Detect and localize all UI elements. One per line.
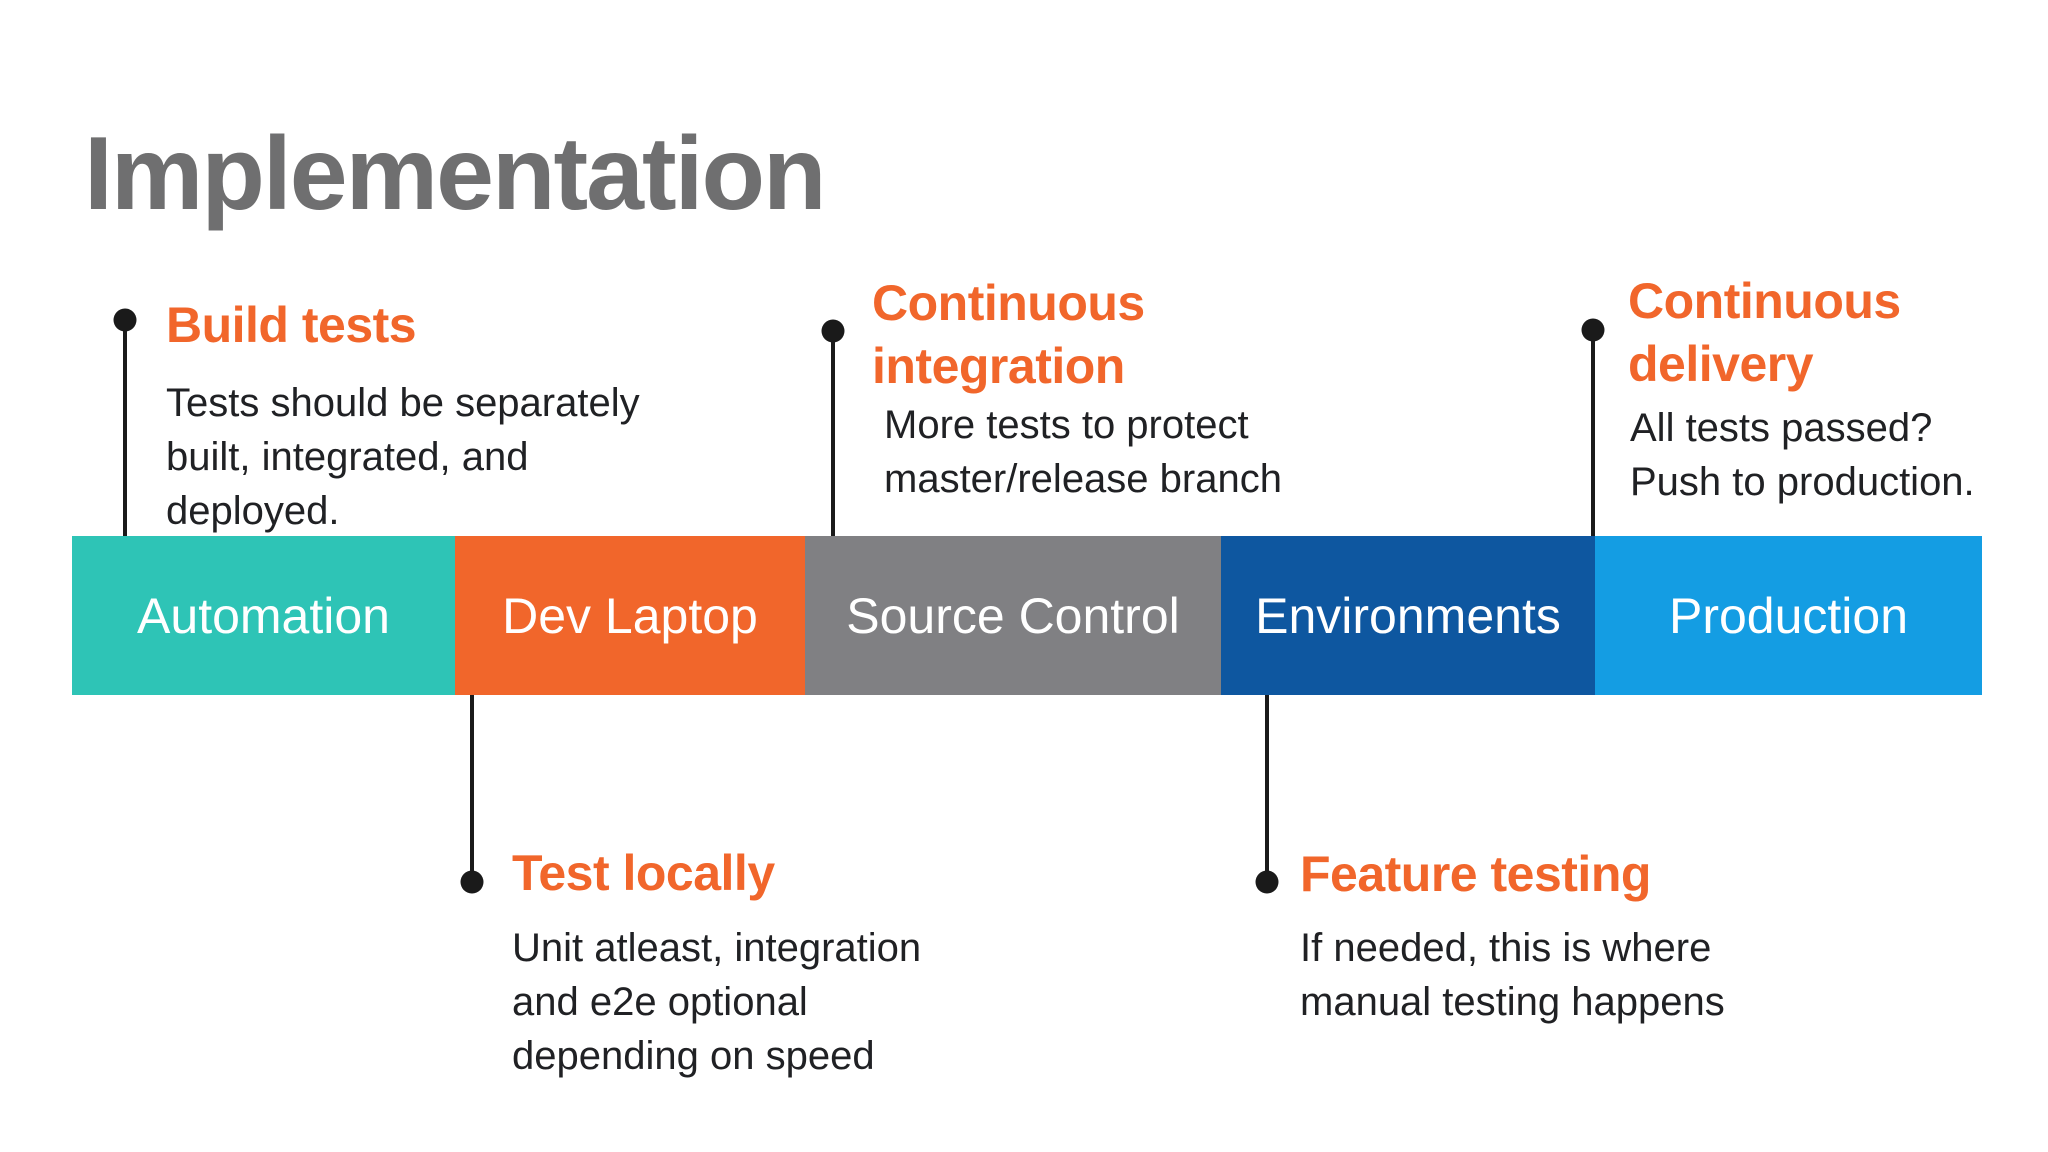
body-line: and e2e optional [512, 980, 808, 1024]
annotation-body: More tests to protect master/release bra… [872, 398, 1282, 506]
timeline-segment-dev-laptop: Dev Laptop [455, 536, 805, 695]
body-line: Tests should be separately [166, 381, 640, 425]
connector-dot [113, 308, 137, 332]
connector-continuous-integration [821, 319, 845, 536]
connector-test-locally [460, 695, 484, 894]
annotation-heading: Continuous integration [872, 272, 1282, 398]
segment-label: Source Control [846, 587, 1180, 644]
annotation-test-locally: Test locally Unit atleast, integration a… [512, 842, 921, 1083]
heading-line: Continuous [1628, 273, 1901, 329]
annotation-heading: Build tests [166, 294, 640, 357]
connector-build-tests [113, 308, 137, 536]
timeline-segment-automation: Automation [72, 536, 455, 695]
body-line: depending on speed [512, 1034, 875, 1078]
body-line: master/release branch [884, 457, 1282, 501]
heading-line: Continuous [872, 275, 1145, 331]
body-line: deployed. [166, 489, 340, 533]
annotation-heading: Feature testing [1300, 843, 1725, 906]
timeline-bar: Automation Dev Laptop Source Control Env… [72, 536, 1982, 695]
heading-line: Test locally [512, 845, 775, 901]
body-line: built, integrated, and [166, 435, 529, 479]
annotation-body: If needed, this is where manual testing … [1300, 921, 1725, 1029]
timeline-segment-source-control: Source Control [805, 536, 1221, 695]
connector-feature-testing [1255, 695, 1279, 894]
annotation-heading: Test locally [512, 842, 921, 905]
annotation-body: All tests passed? Push to production. [1628, 401, 1975, 509]
body-line: Push to production. [1630, 460, 1975, 504]
annotation-body: Unit atleast, integration and e2e option… [512, 921, 921, 1083]
connector-continuous-delivery [1581, 318, 1605, 536]
timeline-segment-environments: Environments [1221, 536, 1595, 695]
connector-dot [821, 319, 845, 343]
annotation-build-tests: Build tests Tests should be separately b… [166, 294, 640, 538]
annotation-continuous-delivery: Continuous delivery All tests passed? Pu… [1628, 270, 1975, 509]
connector-dot [1255, 870, 1279, 894]
annotation-feature-testing: Feature testing If needed, this is where… [1300, 843, 1725, 1029]
heading-line: integration [872, 338, 1125, 394]
annotation-body: Tests should be separately built, integr… [166, 376, 640, 538]
heading-line: Build tests [166, 297, 417, 353]
connector-dot [460, 870, 484, 894]
annotation-heading: Continuous delivery [1628, 270, 1975, 396]
segment-label: Production [1668, 587, 1909, 644]
body-line: manual testing happens [1300, 980, 1725, 1024]
connector-dot [1581, 318, 1605, 342]
page-title: Implementation [84, 116, 827, 232]
heading-line: delivery [1628, 336, 1814, 392]
body-line: If needed, this is where [1300, 926, 1712, 970]
annotation-continuous-integration: Continuous integration More tests to pro… [872, 272, 1282, 506]
segment-label: Automation [137, 587, 390, 644]
segment-label: Environments [1255, 587, 1561, 644]
segment-label: Dev Laptop [502, 587, 758, 644]
body-line: Unit atleast, integration [512, 926, 922, 970]
body-line: All tests passed? [1630, 406, 1933, 450]
timeline-segment-production: Production [1595, 536, 1982, 695]
body-line: More tests to protect [884, 403, 1249, 447]
heading-line: Feature testing [1300, 846, 1651, 902]
